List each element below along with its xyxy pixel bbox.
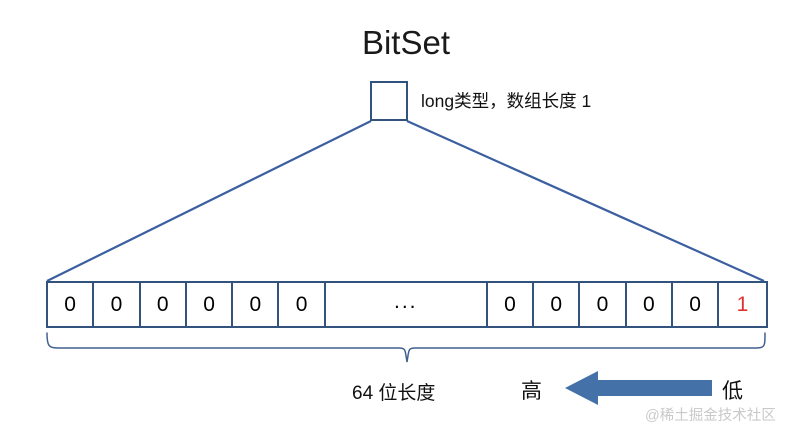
long-array-box	[370, 81, 408, 121]
bit-cell: 0	[488, 283, 535, 326]
bit-cell: 0	[233, 283, 280, 326]
long-array-label: long类型，数组长度 1	[421, 91, 592, 111]
bit-cell-set: 1	[736, 292, 749, 316]
low-bit-label: 低	[722, 380, 743, 403]
watermark: @稀土掘金技术社区	[645, 408, 776, 424]
page-title: BitSet	[361, 24, 451, 61]
bit-cell: 0	[627, 283, 673, 326]
length-brace	[46, 332, 766, 363]
expansion-line-left	[46, 120, 372, 282]
bit-cell: 0	[279, 283, 326, 326]
bit-cell: 0	[141, 283, 187, 326]
bit-array-row: 0 0 0 0 0 0 ... 0 0 0 0 0 1	[46, 281, 768, 328]
bit-cell: 0	[48, 283, 95, 326]
expansion-line-right	[406, 119, 765, 283]
direction-arrow	[565, 371, 712, 405]
bit-cell: 0	[580, 283, 627, 326]
bit-cell-ellipsis: ...	[326, 283, 488, 326]
bit-cell: 0	[94, 283, 141, 326]
high-bit-label: 高	[521, 380, 542, 403]
bit-cell: 0	[673, 283, 720, 326]
bit-length-label: 64 位长度	[352, 383, 436, 404]
bit-cell: 0	[187, 283, 234, 326]
bit-cell: 0	[534, 283, 581, 326]
